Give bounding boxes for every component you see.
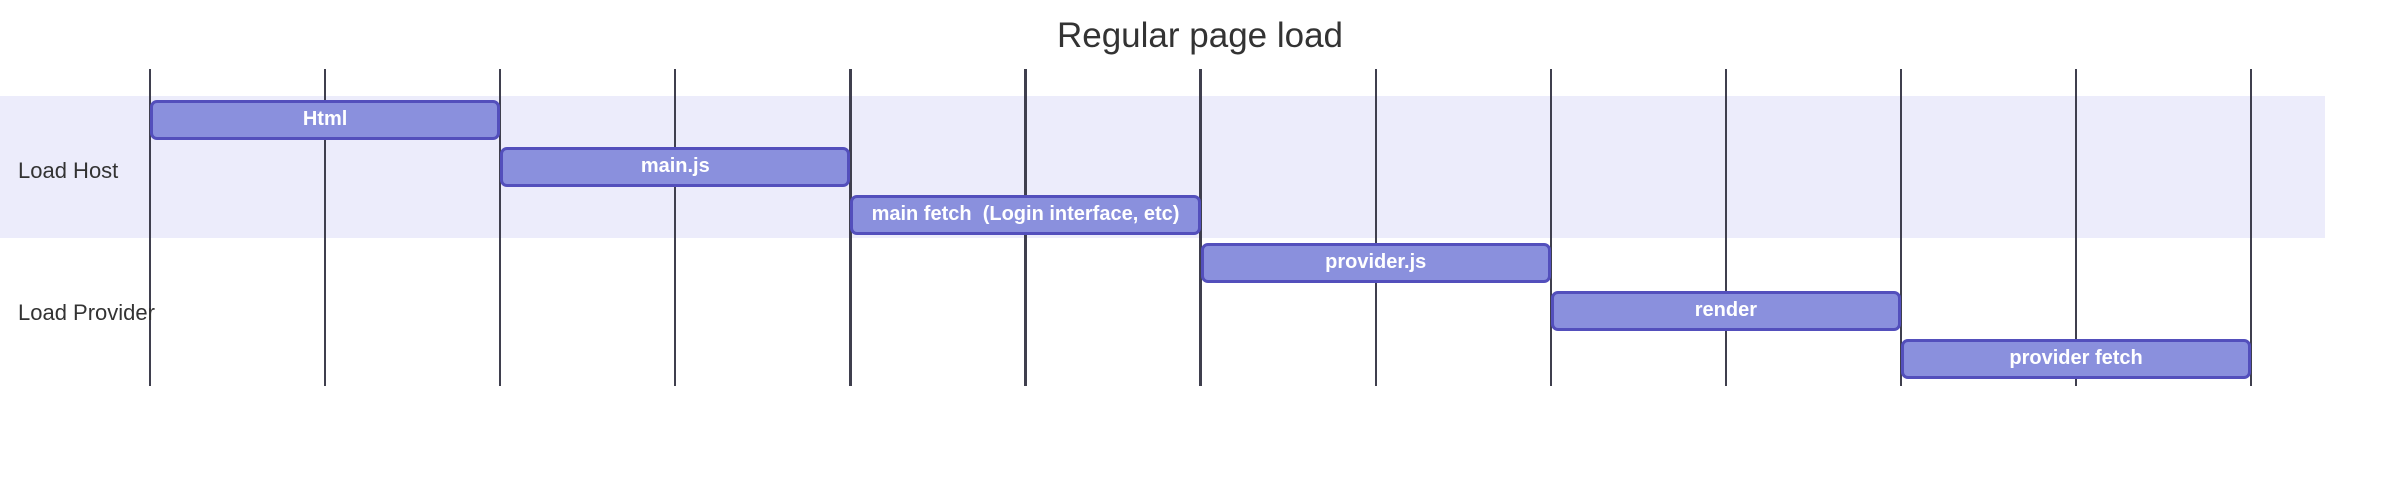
task-bar-label: Html [302, 107, 348, 130]
task-bar: Html [150, 99, 501, 140]
grid-tick-line [499, 69, 502, 386]
grid-tick-line [1374, 69, 1377, 386]
grid-tick-line [148, 69, 152, 386]
task-bar-label: provider fetch [2009, 347, 2143, 369]
task-bar-label: main fetch (Login interface, etc) [871, 203, 1180, 226]
task-bar: main fetch (Login interface, etc) [850, 195, 1201, 236]
chart-title: Regular page load [1056, 16, 1344, 55]
task-bar-label: main.js [640, 155, 710, 178]
grid-tick-line [849, 69, 852, 386]
task-bar-label: render [1694, 299, 1758, 322]
section-label: Load Provider [18, 300, 155, 325]
grid-tick-line [323, 69, 327, 386]
task-bar: provider fetch [1901, 339, 2252, 379]
grid-tick-line [1899, 69, 1903, 386]
grid-tick-line [674, 69, 677, 386]
task-bar-label: provider.js [1325, 251, 1427, 274]
task-bar: main.js [500, 147, 851, 188]
task-bar: provider.js [1200, 243, 1551, 284]
grid-tick-line [2250, 69, 2253, 386]
section-label: Load Host [18, 158, 119, 183]
task-bar: render [1550, 291, 1901, 332]
grid-tick-line [2074, 69, 2078, 386]
grid-tick-line [1724, 69, 1728, 386]
grid-tick-line [1199, 69, 1202, 386]
grid-tick-line [1549, 69, 1552, 386]
